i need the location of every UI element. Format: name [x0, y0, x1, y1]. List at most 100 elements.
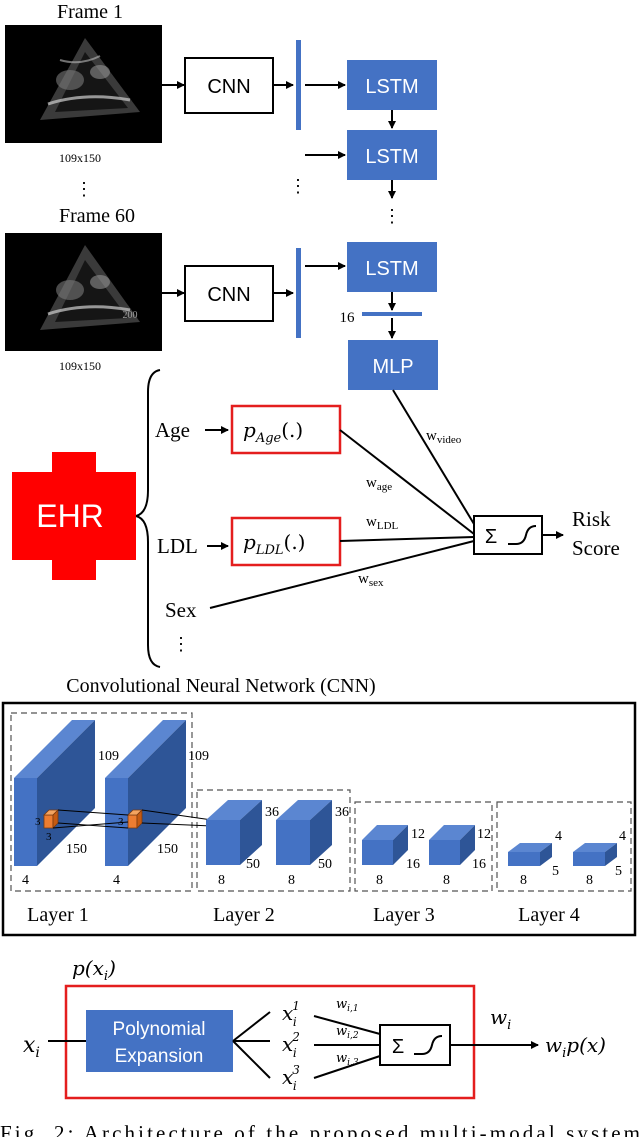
line-sex: [209, 540, 475, 609]
layer-2-cuboid-b: [276, 800, 332, 865]
feature-vector-frame-60: [296, 248, 301, 338]
cnn-label-1: CNN: [207, 76, 250, 98]
l4-depth-a: 8: [520, 873, 527, 888]
l3-width-b: 16: [472, 857, 486, 872]
polynomial-expansion-block: [86, 1010, 233, 1072]
kernel-size-a2: 3: [46, 831, 52, 843]
l1-width-a: 150: [66, 842, 87, 857]
sigmoid-icon: [508, 525, 537, 545]
line-age: [339, 429, 475, 535]
layer-3-cuboid-a: [362, 825, 408, 865]
poly-sum-symbol: Σ: [392, 1036, 404, 1058]
l1-height-a: 109: [98, 749, 119, 764]
l3-height-b: 12: [477, 827, 491, 842]
layer-2-label: Layer 2: [213, 904, 275, 926]
l1-depth-b: 4: [113, 873, 120, 888]
l2-width-a: 50: [246, 857, 260, 872]
ellipsis-features: ⋮: [289, 176, 307, 196]
line-ldl: [339, 536, 475, 542]
l2-depth-b: 8: [288, 873, 295, 888]
frame-1-title: Frame 1: [57, 1, 123, 23]
input-age: Age: [155, 418, 190, 442]
wi-label: wi: [490, 1005, 511, 1033]
l2-width-b: 50: [318, 857, 332, 872]
l4-height-b: 4: [619, 829, 626, 844]
ldl-function-box: [230, 516, 342, 567]
ldl-function: pLDL(.): [243, 530, 305, 558]
layer-1-box: [10, 712, 193, 892]
px-label: p(xi): [72, 956, 116, 984]
input-ldl: LDL: [157, 534, 198, 558]
age-function-box: [230, 404, 342, 455]
lstm-label-2: LSTM: [365, 146, 418, 168]
lstm-cell-1: [347, 60, 437, 110]
weight-age: wage: [366, 475, 392, 493]
cnn-detail-title: Convolutional Neural Network (CNN): [66, 675, 375, 697]
weight-sex: wsex: [358, 571, 384, 589]
input-sex: Sex: [165, 598, 197, 622]
sum-symbol: Σ: [485, 526, 497, 548]
frame-60-overlay-label: 200: [123, 310, 138, 321]
lstm-cell-2: [347, 130, 437, 180]
l4-width-b: 5: [615, 864, 622, 879]
lstm-label-1: LSTM: [365, 76, 418, 98]
layer-4-box: [496, 801, 632, 892]
l3-width-a: 16: [406, 857, 420, 872]
frame-1-size: 109x150: [59, 151, 101, 165]
w-i3: wi,3: [336, 1051, 359, 1068]
kernel-b: [127, 809, 143, 829]
layer-1-label: Layer 1: [27, 904, 89, 926]
layer-3-cuboid-b: [429, 825, 475, 865]
lstm-cell-60: [347, 242, 437, 292]
frame-60-title: Frame 60: [59, 205, 135, 227]
line-video: [392, 389, 475, 525]
weight-ldl: wLDL: [366, 514, 399, 532]
frame-1-image: [5, 25, 162, 143]
feature-vector-frame-1: [296, 40, 301, 130]
input-x: xi: [23, 1033, 40, 1061]
layer-2-box: [196, 789, 351, 892]
w-i1: wi,1: [336, 997, 359, 1014]
l1-depth-a: 4: [22, 873, 29, 888]
ehr-brace: [135, 369, 161, 668]
lstm-output-vector: [362, 312, 422, 316]
l2-height-b: 36: [335, 805, 349, 820]
figure-caption: Fig. 2: Architecture of the proposed mul…: [0, 1121, 640, 1137]
layer-2-cuboid-a: [206, 800, 262, 865]
l3-height-a: 12: [411, 827, 425, 842]
mlp-label: MLP: [372, 356, 413, 378]
lstm-label-60: LSTM: [365, 258, 418, 280]
l2-depth-a: 8: [218, 873, 225, 888]
l2-height-a: 36: [265, 805, 279, 820]
l1-width-b: 150: [157, 842, 178, 857]
output-wipx: wip(x): [545, 1033, 606, 1061]
layer-4-label: Layer 4: [518, 904, 580, 926]
kernel-size-a: 3: [35, 816, 41, 828]
l3-depth-b: 8: [443, 873, 450, 888]
poly-sigmoid-icon: [414, 1035, 443, 1055]
layer-3-box: [354, 801, 493, 892]
risk-label-1: Risk: [572, 507, 611, 531]
layer-1-cuboid-b: [105, 720, 186, 866]
kernel-size-b: 3: [118, 816, 124, 828]
poly-sum-sigmoid-block: [379, 1024, 451, 1066]
frame-60-size: 109x150: [59, 359, 101, 373]
poly-label-1: Polynomial: [113, 1019, 206, 1040]
feature-dim-label: 16: [340, 310, 356, 326]
ehr-label: EHR: [36, 498, 104, 534]
l4-width-a: 5: [552, 864, 559, 879]
l4-depth-b: 8: [586, 873, 593, 888]
mlp-block: [348, 340, 438, 390]
ellipsis-lstm: ⋮: [383, 206, 401, 226]
risk-label-2: Score: [572, 536, 620, 560]
ehr-cross: [12, 452, 136, 580]
w-i2: wi,2: [336, 1024, 359, 1041]
kernel-a: [43, 809, 59, 829]
layer-4-cuboid-b: [573, 843, 617, 866]
weight-video: wvideo: [426, 428, 462, 446]
l1-height-b: 109: [188, 749, 209, 764]
